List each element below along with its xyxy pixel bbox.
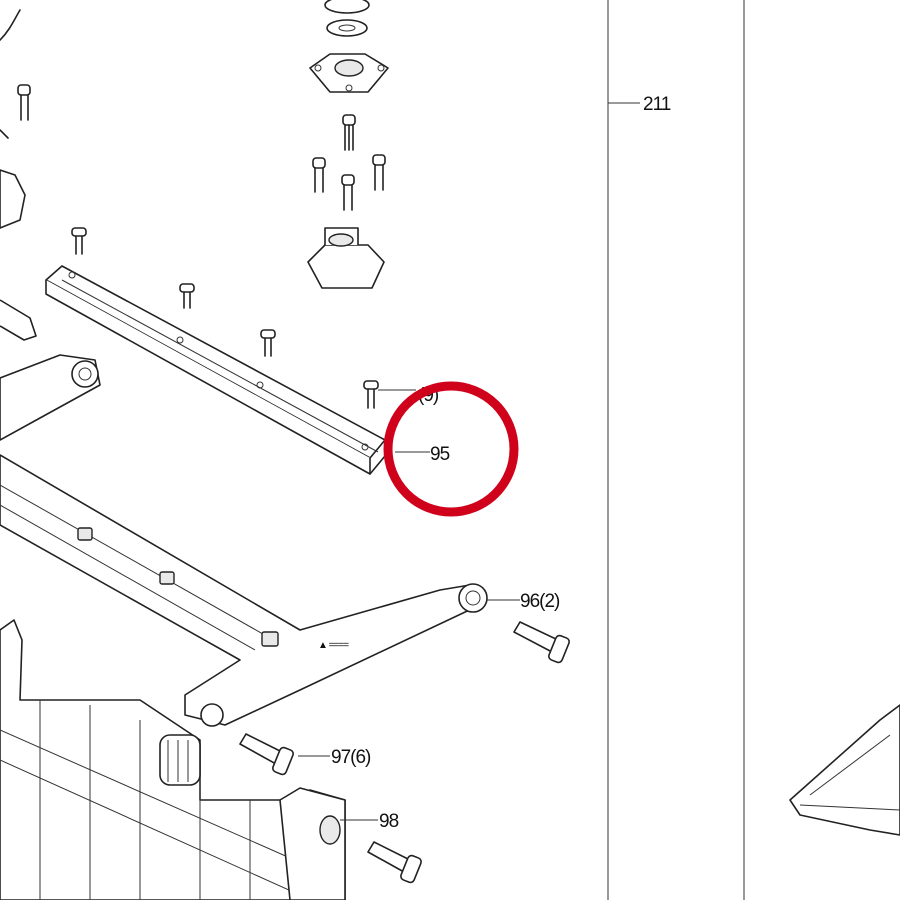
bolt-96 [513, 621, 570, 664]
callout-95: 95 [430, 444, 450, 465]
callout-211: 211 [643, 94, 671, 115]
bolt-lower [367, 841, 422, 884]
right-edge-part [789, 704, 900, 836]
left-edge-parts [0, 9, 37, 341]
callout-97: 97(6) [331, 747, 371, 768]
svg-text:▲ ====: ▲ ==== [318, 640, 349, 651]
flange-plate [309, 53, 389, 93]
callout-98: 98 [379, 811, 399, 832]
callout-96: 96(2) [520, 591, 560, 612]
rail-part-95 [45, 265, 386, 475]
washer-stack [324, 0, 370, 37]
base-tray-98 [0, 619, 346, 901]
screw-group-upper [312, 114, 386, 211]
crossbar-frame: ▲ ==== [0, 354, 488, 727]
leader-lines [298, 102, 640, 821]
page-divider-lines [607, 0, 745, 900]
bolt-97 [239, 733, 294, 776]
rail-screws [71, 227, 379, 409]
hex-hub [307, 227, 385, 289]
highlight-circle [383, 381, 519, 517]
